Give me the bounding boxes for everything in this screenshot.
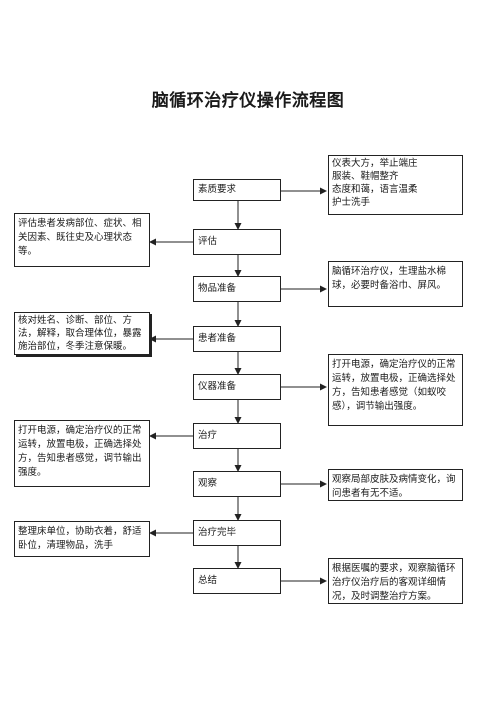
note-guancha: 观察局部皮肤及病情变化，询问患者有无不适。: [328, 469, 463, 501]
note-suzhi-line: 服装、鞋帽整齐: [332, 171, 399, 182]
note-wanbi: 整理床单位，协助衣着，舒适卧位，清理物品，洗手: [14, 521, 150, 557]
note-suzhi-line: 态度和蔼，语言温柔: [332, 184, 418, 195]
step-zhiliao: 治疗: [193, 423, 281, 449]
step-zongjie: 总结: [193, 568, 281, 594]
note-suzhi: 仪表大方，举止端庄 服装、鞋帽整齐 态度和蔼，语言温柔 护士洗手: [328, 155, 463, 215]
page-title: 脑循环治疗仪操作流程图: [151, 91, 345, 111]
note-suzhi-line: 护士洗手: [332, 197, 371, 208]
note-huanzhe: 核对姓名、诊断、部位、方法，解释，取合理体位，暴露施治部位，冬季注意保暖。: [14, 312, 150, 355]
note-pinggu: 评估患者发病部位、症状、相关因素、既往史及心理状态等。: [14, 213, 150, 267]
note-zongjie: 根据医嘱的要求，观察脑循环治疗仪治疗后的客观详细情况，及时调整治疗方案。: [328, 558, 463, 604]
note-wupin: 脑循环治疗仪，生理盐水棉球，必要时备浴巾、屏风。: [328, 261, 463, 307]
note-zhiliao: 打开电源，确定治疗仪的正常运转，放置电极，正确选择处方，告知患者感觉，调节输出强…: [14, 420, 150, 487]
step-suzhi: 素质要求: [193, 179, 281, 201]
step-yiqi: 仪器准备: [193, 374, 281, 400]
step-wupin: 物品准备: [193, 276, 281, 302]
step-wanbi: 治疗完毕: [193, 520, 281, 546]
note-yiqi: 打开电源，确定治疗仪的正常运转，放置电极，正确选择处方，告知患者感觉（如蚁咬感）…: [328, 354, 463, 426]
note-suzhi-line: 仪表大方，举止端庄: [332, 158, 418, 169]
step-pinggu: 评估: [193, 229, 281, 255]
step-huanzhe: 患者准备: [193, 326, 281, 352]
step-guancha: 观察: [193, 471, 281, 497]
